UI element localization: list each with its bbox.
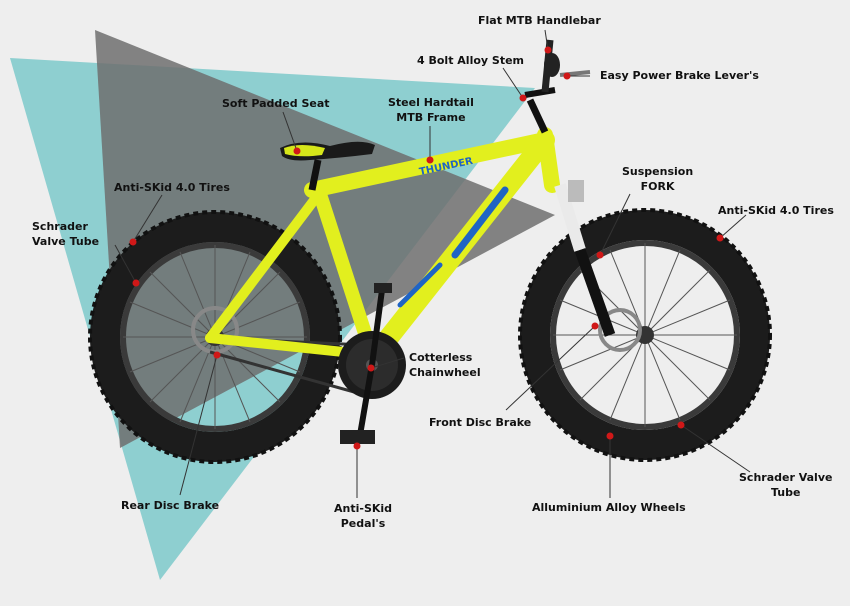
frame-blue-stripe-2 bbox=[397, 262, 443, 308]
label-suspension-fork-line2: FORK bbox=[640, 180, 675, 193]
label-schrader-valve-rear: Schrader Valve Tube bbox=[32, 219, 99, 249]
label-steel-hardtail-frame-line2: MTB Frame bbox=[396, 111, 466, 124]
seat-assembly bbox=[280, 141, 375, 191]
label-anti-skid-tires-front: Anti-SKid 4.0 Tires bbox=[718, 204, 834, 217]
label-flat-mtb-handlebar: Flat MTB Handlebar bbox=[478, 14, 601, 27]
label-front-disc-brake: Front Disc Brake bbox=[429, 416, 532, 429]
label-anti-skid-pedals-line1: Anti-SKid bbox=[334, 502, 393, 515]
label-schrader-valve-rear-line1: Schrader bbox=[32, 220, 88, 233]
label-alluminium-alloy-wheels: Alluminium Alloy Wheels bbox=[532, 501, 686, 514]
label-suspension-fork: Suspension FORK bbox=[622, 164, 693, 194]
label-soft-padded-seat: Soft Padded Seat bbox=[222, 97, 330, 110]
label-anti-skid-pedals-line2: Pedal's bbox=[340, 517, 386, 530]
label-cotterless-chainwheel-line2: Chainwheel bbox=[409, 366, 481, 379]
label-anti-skid-tires-rear: Anti-SKid 4.0 Tires bbox=[114, 181, 230, 194]
label-schrader-valve-front-line1: Schrader Valve bbox=[739, 471, 833, 484]
label-rear-disc-brake: Rear Disc Brake bbox=[121, 499, 220, 512]
label-schrader-valve-front: Schrader Valve Tube bbox=[739, 470, 832, 500]
label-steel-hardtail-frame-line1: Steel Hardtail bbox=[388, 96, 474, 109]
label-anti-skid-pedals: Anti-SKid Pedal's bbox=[334, 501, 392, 531]
label-easy-power-brake-levers: Easy Power Brake Lever's bbox=[600, 69, 759, 82]
label-4-bolt-alloy-stem: 4 Bolt Alloy Stem bbox=[417, 54, 524, 67]
marker-dots bbox=[129, 46, 724, 450]
label-schrader-valve-front-line2: Tube bbox=[770, 486, 801, 499]
label-cotterless-chainwheel: Cotterless Chainwheel bbox=[409, 350, 481, 380]
label-schrader-valve-rear-line2: Valve Tube bbox=[32, 235, 100, 248]
front-wheel bbox=[518, 208, 772, 462]
label-suspension-fork-line1: Suspension bbox=[622, 165, 694, 178]
label-cotterless-chainwheel-line1: Cotterless bbox=[409, 351, 473, 364]
handlebar-assembly bbox=[524, 39, 591, 134]
leader-lines bbox=[114, 29, 751, 498]
label-steel-hardtail-frame: Steel Hardtail MTB Frame bbox=[388, 95, 474, 125]
frame-blue-stripe bbox=[451, 186, 509, 259]
suspension-fork bbox=[554, 180, 616, 337]
front-disc-rotor bbox=[598, 308, 642, 352]
